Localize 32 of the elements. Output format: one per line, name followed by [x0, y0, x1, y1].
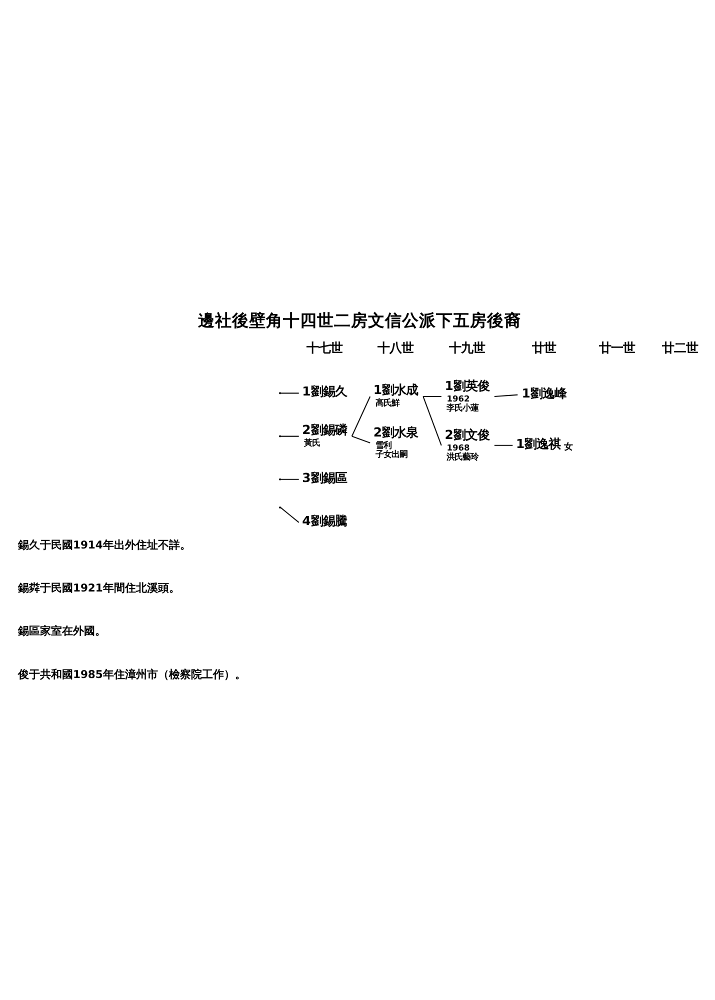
- connector: [280, 392, 299, 394]
- connector: [352, 435, 370, 443]
- connector: [494, 394, 518, 397]
- label: 廿一世: [598, 340, 635, 355]
- node-text: 2劉文俊 1968 洪氏藝玲: [444, 426, 490, 461]
- node-text: 2劉水泉 雪利 子女出嗣: [373, 424, 418, 458]
- label: 俊于共和國1985年住漳州市（檢察院工作）。: [18, 667, 246, 680]
- node-text: 4劉錫騰: [302, 512, 347, 528]
- connector: [280, 506, 300, 522]
- connector: [280, 478, 299, 480]
- connector: [280, 435, 299, 436]
- node-text: 1劉錫久: [302, 383, 347, 398]
- node-text: 1劉水成 高氏鮮: [373, 382, 418, 408]
- connector: [494, 444, 513, 446]
- node-text: 2劉錫磷 黃氏: [302, 421, 347, 447]
- connector: [423, 395, 442, 397]
- node-text: 1劉英俊 1962 李氏小蓮: [444, 377, 490, 412]
- label: 廿世: [532, 340, 556, 355]
- node-text: 3劉錫區: [302, 469, 347, 484]
- label: 十七世: [306, 340, 342, 355]
- diagram-title: 邊社後壁角十四世二房文信公派下五房後裔: [198, 310, 521, 330]
- connector: [422, 396, 442, 446]
- label: 十八世: [378, 340, 414, 355]
- label: 十九世: [448, 340, 485, 355]
- node-label: 女: [564, 442, 574, 452]
- node-text: 1劉逸祺: [516, 435, 561, 450]
- label: 錫區家室在外國。: [18, 624, 106, 638]
- node-text: 1劉逸峰: [522, 384, 566, 400]
- label: 錫粦于民國1921年間住北溪頭。: [18, 581, 180, 594]
- label: 錫久于民國1914年出外住址不詳。: [18, 538, 191, 551]
- label: 廿二世: [662, 340, 698, 355]
- connector: [351, 396, 371, 436]
